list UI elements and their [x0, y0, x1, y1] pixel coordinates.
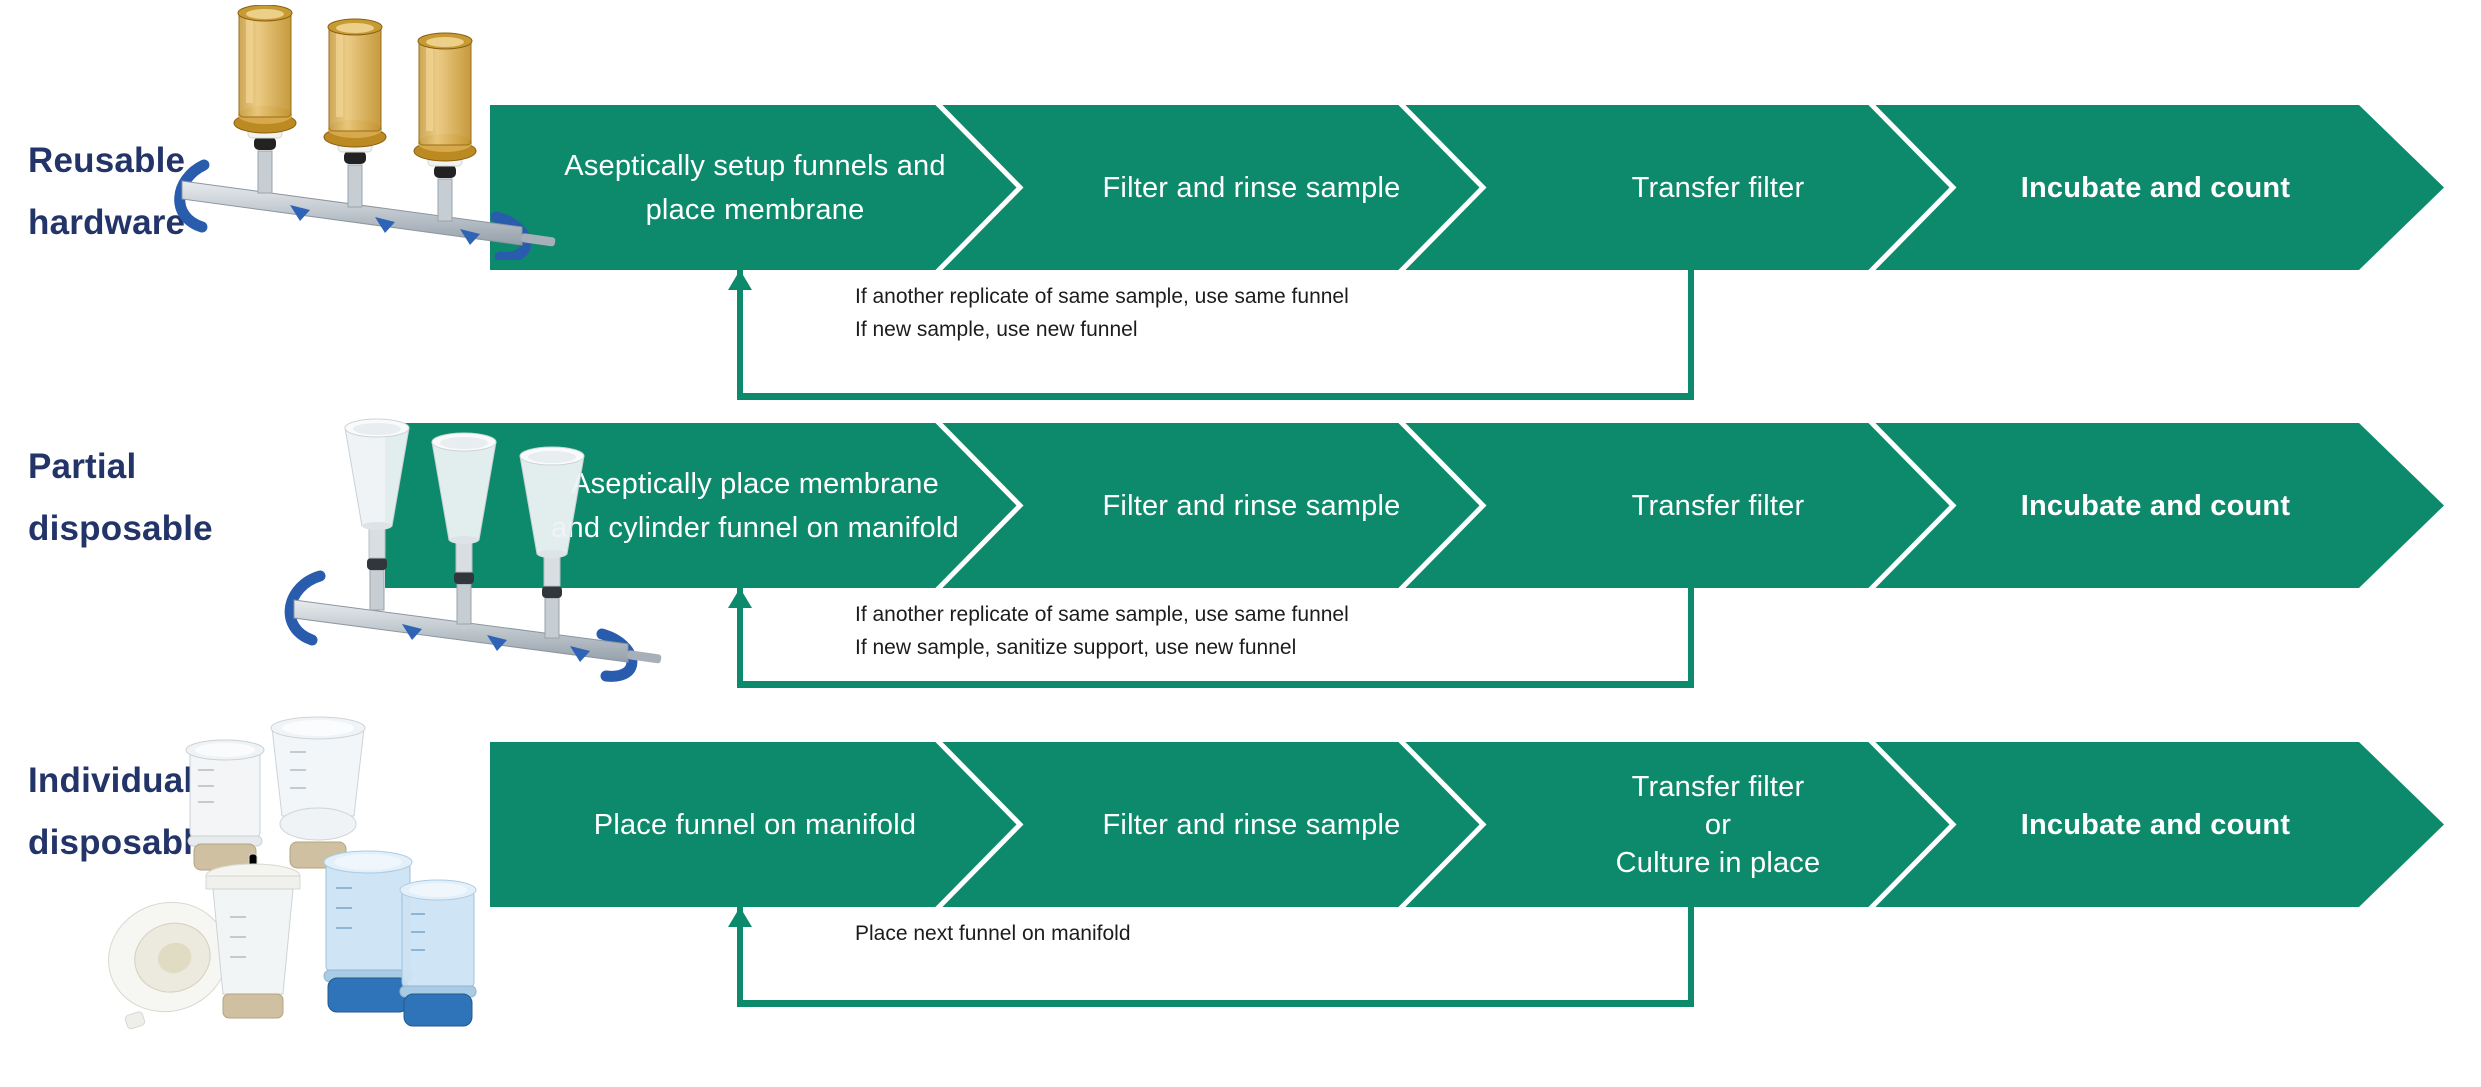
step-line: Incubate and count — [2020, 171, 2291, 204]
loop-arrowhead-up-icon — [728, 588, 752, 608]
step-line: Place funnel on manifold — [593, 808, 917, 841]
amber-funnel — [323, 18, 387, 208]
step-line: Filter and rinse sample — [1102, 808, 1401, 841]
step-line: Transfer filter — [1631, 770, 1805, 803]
row-label-line: Partial — [28, 447, 137, 486]
step-line: Aseptically setup funnels and — [564, 149, 946, 182]
white-funnel-unit-on-side — [108, 901, 228, 1030]
step-row3-filter-rinse: Filter and rinse sample — [1020, 742, 1483, 907]
individual-disposable-photo — [108, 716, 477, 1030]
loop-note-line: If another replicate of same sample, use… — [855, 285, 1349, 308]
step-row3-place-funnel: Place funnel on manifold — [490, 742, 1020, 907]
row-label-reusable-hardware: Reusable hardware — [28, 130, 185, 254]
step-row2-place-membrane: Aseptically place membrane and cylinder … — [490, 423, 1020, 588]
step-row1-setup-funnels: Aseptically setup funnels and place memb… — [490, 105, 1020, 270]
process-arrow-band-row1 — [490, 105, 2444, 270]
loop-note-line: If new sample, use new funnel — [855, 318, 1138, 341]
step-row2-incubate-count: Incubate and count — [1943, 423, 2368, 588]
row-label-line: disposable — [28, 823, 213, 862]
step-row2-filter-rinse: Filter and rinse sample — [1020, 423, 1483, 588]
step-row1-incubate-count: Incubate and count — [1943, 105, 2368, 270]
loop-note-row3: Place next funnel on manifold — [743, 907, 1688, 950]
loop-arrow-row3: Place next funnel on manifold — [728, 907, 1694, 1007]
blue-funnel-unit — [323, 850, 413, 1013]
clear-cylinder-funnel — [431, 432, 497, 625]
amber-funnel — [413, 32, 477, 222]
step-line: Culture in place — [1615, 846, 1821, 879]
row-label-line: disposable — [28, 509, 213, 548]
process-arrow-band-row2 — [385, 423, 2444, 588]
clear-funnel-unit — [185, 739, 265, 871]
process-arrow-band-row3 — [490, 742, 2444, 907]
loop-note-line: Place next funnel on manifold — [855, 922, 1131, 945]
clear-cylinder-funnel — [344, 418, 410, 611]
clear-funnel-unit — [270, 716, 366, 869]
clear-cylinder-funnel — [519, 446, 585, 639]
loop-note-row2: If another replicate of same sample, use… — [743, 588, 1688, 664]
row-label-partial-disposable: Partial disposable — [28, 436, 213, 560]
row-label-line: Reusable — [28, 141, 186, 180]
step-row3-transfer-or-culture: Transfer filter or Culture in place — [1483, 742, 1953, 907]
step-row2-transfer-filter: Transfer filter — [1483, 423, 1953, 588]
loop-arrowhead-up-icon — [728, 907, 752, 927]
loop-note-row1: If another replicate of same sample, use… — [743, 270, 1688, 346]
step-line: Filter and rinse sample — [1102, 489, 1401, 522]
step-line: Incubate and count — [2020, 808, 2291, 841]
step-row1-transfer-filter: Transfer filter — [1483, 105, 1953, 270]
step-line: Filter and rinse sample — [1102, 171, 1401, 204]
step-line: Transfer filter — [1631, 171, 1805, 204]
step-line: or — [1704, 808, 1732, 841]
partial-disposable-photo — [284, 418, 662, 682]
loop-arrow-row1: If another replicate of same sample, use… — [728, 270, 1694, 400]
step-line: Incubate and count — [2020, 489, 2291, 522]
reusable-hardware-photo — [174, 5, 556, 260]
amber-funnel — [233, 5, 297, 194]
blue-funnel-unit — [399, 879, 477, 1027]
step-line: Aseptically place membrane — [571, 467, 939, 500]
step-row3-incubate-count: Incubate and count — [1943, 742, 2368, 907]
loop-note-line: If new sample, sanitize support, use new… — [855, 636, 1297, 659]
row-label-line: Individual — [28, 761, 194, 800]
white-lid-funnel-unit — [205, 853, 301, 1019]
row-label-line: hardware — [28, 203, 186, 242]
loop-note-line: If another replicate of same sample, use… — [855, 603, 1349, 626]
loop-arrow-row2: If another replicate of same sample, use… — [728, 588, 1694, 688]
step-line: place membrane — [645, 193, 865, 226]
step-row1-filter-rinse: Filter and rinse sample — [1020, 105, 1483, 270]
row-label-individual-disposable: Individual disposable — [28, 750, 213, 874]
loop-arrowhead-up-icon — [728, 270, 752, 290]
step-line: Transfer filter — [1631, 489, 1805, 522]
step-line: and cylinder funnel on manifold — [551, 511, 959, 544]
